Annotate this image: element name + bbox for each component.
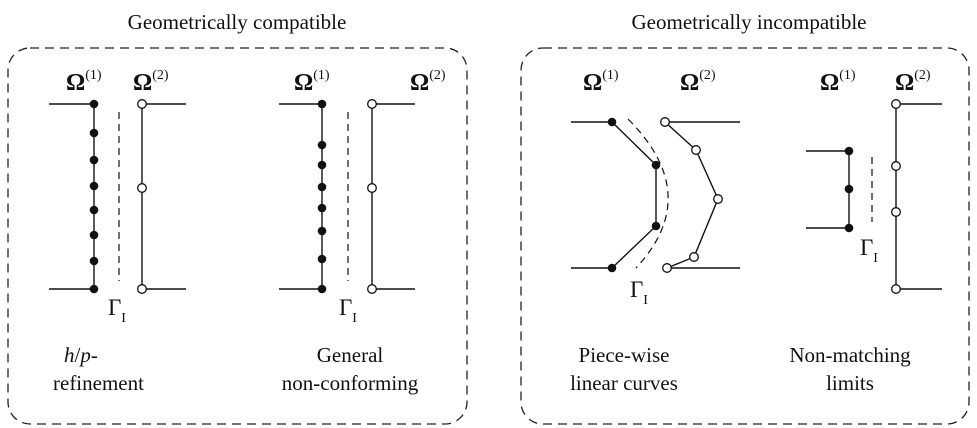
domain1-boundary [806,150,850,229]
caption-nonmatching-line2: limits [826,371,874,395]
domain2-nodes [891,99,901,294]
gamma-interface-label: ΓI [860,235,878,266]
omega2-label: Ω(2) [133,68,169,96]
omega2-label: Ω(2) [895,68,931,96]
caption-nonmatching-line1: Non-matching [789,343,911,367]
gamma-interface-label: ΓI [339,295,357,326]
incompatible-group-box [520,47,970,425]
caption-hp-line2: refinement [53,371,144,395]
domain2-nodes [367,99,377,294]
omega1-label: Ω(1) [820,68,856,96]
domain1-nodes [317,99,327,294]
compatible-group-box [7,47,468,425]
panel-general-nonconforming: Ω(1) Ω(2) ΓI Genera [279,68,446,395]
caption-piecewise-line2: linear curves [570,371,678,395]
panel-nonmatching-limits: Ω(1) Ω(2) ΓI Non-matching limits [789,68,942,395]
domain2-nodes [137,99,147,294]
caption-general-line2: non-conforming [282,371,419,395]
heading-geometrically-incompatible: Geometrically incompatible [632,10,867,34]
caption-general-line1: General [317,343,384,367]
domain1-nodes [607,117,661,273]
domain2-boundary [141,103,186,290]
domain1-boundary [279,103,323,290]
omega1-label: Ω(1) [294,68,330,96]
gamma-interface-label: ΓI [108,295,126,326]
omega2-label: Ω(2) [410,68,446,96]
omega1-label: Ω(1) [66,68,102,96]
domain2-boundary [895,103,942,290]
panel-hp-refinement: Ω(1) Ω(2) ΓI [49,68,186,395]
caption-piecewise-line1: Piece-wise [579,343,670,367]
domain1-nodes [844,146,854,233]
interface-gamma-curve [627,118,669,269]
panel-piecewise-linear-curves: Ω(1) Ω(2) ΓI Piece-wise linea [570,68,740,395]
domain2-nodes [660,117,723,273]
heading-geometrically-compatible: Geometrically compatible [128,10,347,34]
domain1-nodes [89,99,99,294]
omega1-label: Ω(1) [583,68,619,96]
domain1-boundary [571,121,657,269]
caption-hp-line1: h/p- [64,343,98,367]
domain1-boundary [49,103,95,290]
domain2-boundary [371,103,415,290]
gamma-interface-label: ΓI [630,277,648,308]
domain2-boundary [664,121,740,269]
omega2-label: Ω(2) [680,68,716,96]
